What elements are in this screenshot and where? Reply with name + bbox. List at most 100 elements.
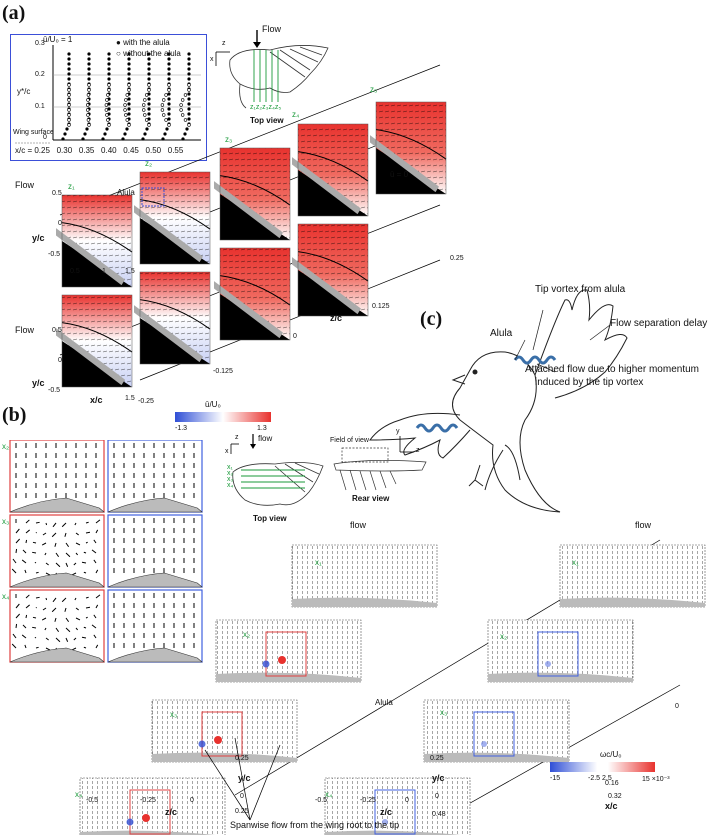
profile-point-without xyxy=(142,108,146,112)
profile-point-without xyxy=(67,123,71,127)
vortex-core-blue xyxy=(481,741,487,747)
vorticity-vectors xyxy=(488,620,633,682)
profile-point-with xyxy=(127,62,131,66)
velocity-arrow xyxy=(15,623,18,629)
stacked-fields-a-svg xyxy=(56,64,447,388)
profile-point-with xyxy=(187,67,191,71)
wing-section-grey xyxy=(56,328,125,386)
profile-point-with xyxy=(147,52,151,56)
zc-tick-r-2: 0 xyxy=(405,797,409,804)
profile-point-without xyxy=(125,93,129,97)
profile-point-with xyxy=(105,127,109,131)
profile-point-without xyxy=(124,98,128,102)
wing-section-grey xyxy=(134,305,203,363)
profile-point-with xyxy=(141,137,145,141)
wing-section-grey xyxy=(134,205,203,263)
focus-box xyxy=(265,631,307,677)
colorbar-a-min: -1.3 xyxy=(175,425,188,432)
velocity-arrow xyxy=(32,551,37,554)
focus-box xyxy=(201,711,243,757)
station-lines-a xyxy=(253,50,279,102)
ztick-3: -0.125 xyxy=(213,368,233,375)
profile-curves xyxy=(61,52,191,141)
ztick-0: 0.25 xyxy=(450,255,464,262)
stacked-fields-b-svg xyxy=(79,539,706,840)
yc-tick-r-0: 0.25 xyxy=(430,755,444,762)
profile-point-without xyxy=(147,123,151,127)
velocity-arrow xyxy=(65,637,69,642)
profile-point-without xyxy=(187,88,191,92)
ztick-1: 0.125 xyxy=(372,303,390,310)
alula-label-c: Alula xyxy=(490,328,513,339)
velocity-arrow xyxy=(35,571,39,574)
profile-point-with xyxy=(127,112,131,116)
profile-point-without xyxy=(104,108,109,112)
velocity-arrow xyxy=(15,528,20,534)
wing-section-grey xyxy=(292,157,361,215)
panel-a-label: (a) xyxy=(2,2,26,24)
profile-point-with xyxy=(103,132,107,136)
profile-point-without xyxy=(167,88,171,92)
profile-point-with xyxy=(87,72,91,76)
flow-label-a-top: Flow xyxy=(262,24,282,34)
xc-4: 0.45 xyxy=(123,146,139,155)
colorbar-b-label: ωc/U₀ xyxy=(600,750,622,759)
profile-point-with xyxy=(183,132,187,136)
top-view-b: flow z x x₁ x₂ x₃ x₄ Top view xyxy=(225,432,330,542)
velocity-arrow xyxy=(25,519,30,524)
velocity-arrow xyxy=(74,597,77,601)
profile-point-with xyxy=(187,92,191,96)
velocity-arrow xyxy=(85,541,88,544)
profile-point-with xyxy=(167,97,171,101)
profile-point-without xyxy=(180,113,185,117)
xc-tick-1: 0.16 xyxy=(605,780,619,787)
xc-5: 0.50 xyxy=(145,146,162,155)
velocity-arrow xyxy=(95,569,99,574)
xc-label: x/c xyxy=(605,801,618,811)
zlabel-a: z/c xyxy=(330,313,343,323)
velocity-arrow xyxy=(83,551,87,554)
vorticity-vectors xyxy=(560,545,705,607)
yc-tick-r-1: 0 xyxy=(435,793,439,800)
velocity-arrow xyxy=(93,539,97,544)
station-z2: z₂ xyxy=(255,104,263,111)
velocity-arrow xyxy=(65,617,70,623)
bird-illustration: Tip vortex from alula Alula Flow separat… xyxy=(365,280,711,520)
zero-contour xyxy=(375,129,447,160)
velocity-arrow xyxy=(51,532,57,538)
velocity-arrow xyxy=(12,633,17,639)
velocity-arrow xyxy=(73,562,77,566)
axis-z-a: z xyxy=(222,40,226,47)
profile-point-with xyxy=(127,107,131,111)
profile-point-with xyxy=(187,57,191,61)
left-x2: x₂ xyxy=(243,630,251,639)
legend-without-alula: ○ without the alula xyxy=(116,49,181,58)
colorbar-b-gradient xyxy=(550,762,655,772)
profile-point-with xyxy=(167,77,171,81)
profile-point-with xyxy=(87,52,91,56)
right-x3: x₃ xyxy=(440,708,448,717)
profile-point-with xyxy=(83,132,87,136)
profile-point-with xyxy=(147,112,151,116)
legend-with-alula: ● with the alula xyxy=(116,38,170,47)
profile-point-with xyxy=(165,127,169,131)
wing-surface-b xyxy=(424,752,569,762)
xc-tick-3: 0.48 xyxy=(432,811,446,818)
velocity-arrow xyxy=(15,613,21,619)
profile-point-without xyxy=(123,103,127,107)
profile-point-without xyxy=(86,93,91,97)
zc-label-l: z/c xyxy=(165,807,178,817)
velocity-arrow xyxy=(85,616,88,619)
velocity-arrow xyxy=(75,552,79,556)
velocity-arrow xyxy=(25,529,30,534)
profile-point-with xyxy=(147,57,151,61)
profile-point-with xyxy=(187,72,191,76)
inset-ytick-1: 0.2 xyxy=(35,71,45,78)
velocity-arrow xyxy=(74,522,77,526)
velocity-arrow xyxy=(55,627,60,633)
colorbar-b-tick-2: 15 ×10⁻³ xyxy=(642,776,670,783)
profile-point-without xyxy=(147,88,151,92)
profile-point-with xyxy=(107,107,111,111)
colorbar-a-gradient xyxy=(175,412,271,422)
focus-box xyxy=(537,631,579,677)
